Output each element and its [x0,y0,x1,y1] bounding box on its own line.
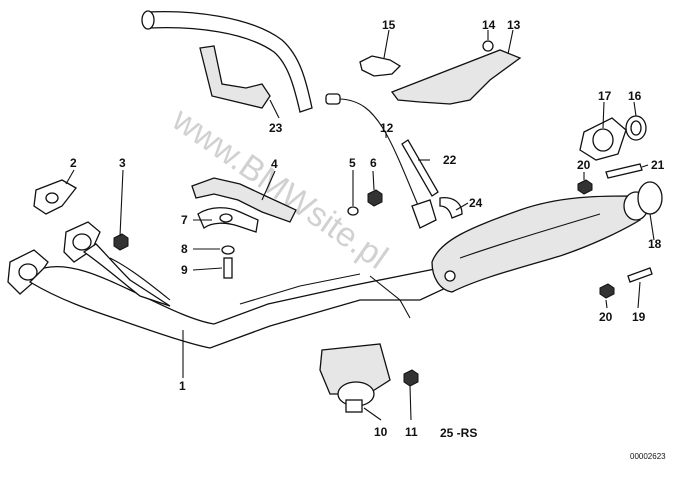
washer-part-5 [347,206,359,216]
nut-part-6 [367,189,383,207]
callout-16: 16 [628,89,642,103]
callout-7: 7 [181,213,188,227]
leader-lines [65,29,655,421]
callout-15: 15 [382,18,396,32]
nut-part-3 [113,233,129,251]
callout-11: 11 [405,425,418,439]
clamp-part [439,196,463,219]
callout-18: 18 [648,237,662,251]
callout-22: 22 [443,153,457,167]
rubber-mount-part [319,343,391,413]
callout-13: 13 [507,18,521,32]
nut-part-11 [403,369,419,387]
clamp-bracket-part [191,177,297,233]
callout-12: 12 [380,121,394,135]
callout-labels: 2 3 4 5 6 7 8 9 1 10 11 12 13 14 15 16 1… [70,18,665,439]
callout-19: 19 [632,310,646,324]
callout-8: 8 [181,242,188,256]
tube-bracket-part [141,10,313,113]
callout-9: 9 [181,263,188,277]
callout-1: 1 [179,379,186,393]
bolt-part-9 [223,257,233,279]
bolt-part-19 [627,267,653,283]
callout-5: 5 [349,156,356,170]
callout-20-lower: 20 [599,310,613,324]
nut-part-20-lower [599,283,615,299]
callout-14: 14 [482,18,496,32]
callout-21: 21 [651,158,665,172]
callout-4: 4 [271,157,278,171]
washer-part-8 [221,245,235,255]
bolt-part-21 [605,163,643,179]
callout-24: 24 [469,196,483,210]
callout-20-upper: 20 [577,158,591,172]
nut-part-20-upper [577,179,593,195]
oxygen-sensor-part [325,93,437,229]
callout-2: 2 [70,156,77,170]
callout-6: 6 [370,156,377,170]
callout-10: 10 [374,425,388,439]
callout-23: 23 [269,121,283,135]
heat-shield-bracket-part [359,40,522,105]
hose-part [401,139,439,197]
callout-17: 17 [598,89,612,103]
callout-3: 3 [119,156,126,170]
catalytic-converter-part [431,181,663,293]
document-number: 00002623 [630,452,666,461]
reference-code: 25 -RS [440,426,477,440]
flange-ring-part [579,115,647,161]
